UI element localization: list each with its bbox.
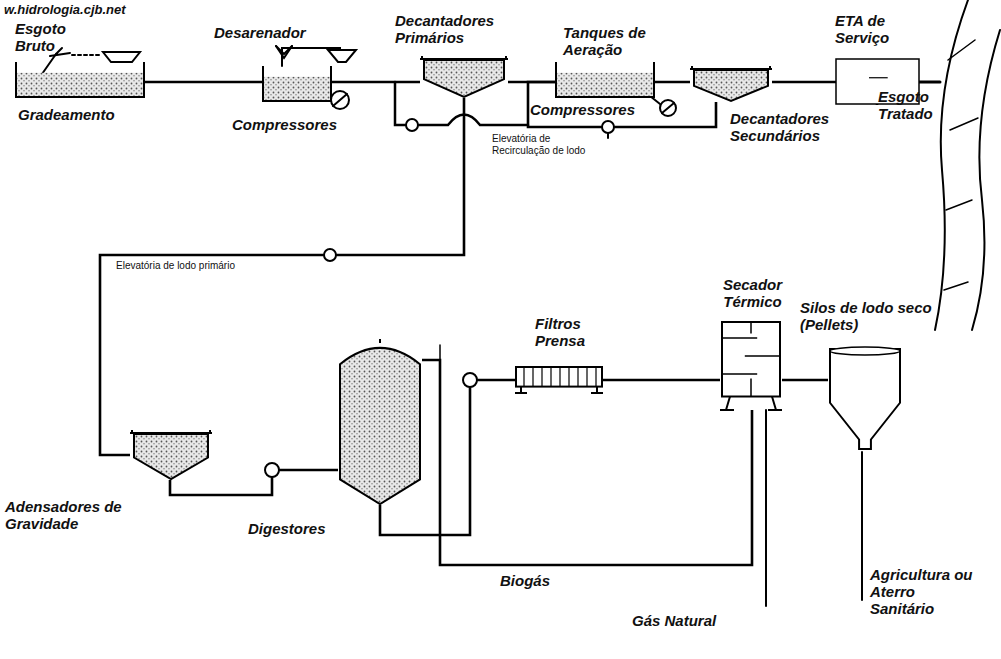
unit-shape xyxy=(555,62,655,98)
annotation: Esgoto Tratado xyxy=(878,88,948,122)
pipe-line xyxy=(332,81,420,84)
unit-label: Decantadores Secundários xyxy=(730,110,845,144)
unit-label: Secador Térmico xyxy=(710,276,795,310)
process-unit: Silos de lodo seco (Pellets) xyxy=(828,345,902,450)
process-unit: Adensadores de Gravidade xyxy=(130,430,212,480)
pipe-line xyxy=(145,81,262,84)
unit-shape xyxy=(338,345,422,505)
unit-shape xyxy=(15,62,145,98)
process-unit: Esgoto BrutoGradeamento xyxy=(15,62,145,98)
pipe-connector xyxy=(782,380,828,381)
pipe-connector xyxy=(332,82,420,83)
process-unit: Decantadores Primários xyxy=(420,56,508,98)
pipe-line xyxy=(655,81,690,84)
pipe-label: Biogás xyxy=(498,572,552,589)
pipe-connector xyxy=(603,380,720,381)
annotation: Compressores xyxy=(530,101,648,118)
unit-shape xyxy=(420,56,508,98)
pipe-line xyxy=(782,379,828,382)
pipe-connector xyxy=(655,82,690,83)
unit-label: Esgoto Bruto xyxy=(15,20,95,54)
unit-label: Decantadores Primários xyxy=(395,12,525,46)
unit-shape xyxy=(262,66,332,102)
process-unit: Filtros Prensa xyxy=(515,365,603,393)
process-unit: Secador Térmico xyxy=(720,320,782,410)
unit-label: Filtros Prensa xyxy=(535,315,610,349)
unit-shape xyxy=(720,320,782,410)
watermark: w.hidrologia.cjb.net xyxy=(4,2,224,17)
unit-label: Desarenador xyxy=(214,24,344,41)
pipe-connector xyxy=(422,360,752,565)
unit-label: Silos de lodo seco (Pellets) xyxy=(800,299,950,333)
pipe-line xyxy=(603,379,720,382)
process-unit: Digestores xyxy=(338,345,422,505)
process-unit: Desarenador xyxy=(262,66,332,102)
pipe-line xyxy=(170,470,338,495)
process-unit: Decantadores Secundários xyxy=(690,66,772,102)
unit-label: Digestores xyxy=(248,520,348,537)
process-unit: Tanques de Aeração xyxy=(555,62,655,98)
annotation: Compressores xyxy=(232,116,372,133)
unit-shape xyxy=(690,66,772,102)
annotation: Elevatória de Recirculação de lodo xyxy=(492,133,597,157)
unit-label: Adensadores de Gravidade xyxy=(5,498,155,532)
annotation: Agricultura ou Aterro Sanitário xyxy=(870,566,980,617)
unit-shape xyxy=(828,345,902,450)
unit-shape xyxy=(515,365,603,393)
unit-label: Tanques de Aeração xyxy=(563,24,673,58)
annotation: Elevatória de lodo primário xyxy=(116,260,236,272)
pipe-line xyxy=(422,360,752,565)
unit-label: ETA de Serviço xyxy=(835,12,930,46)
pipe-connector xyxy=(170,470,338,495)
unit-shape xyxy=(130,430,212,480)
pipe-connector xyxy=(145,82,262,83)
unit-label: Gradeamento xyxy=(18,106,168,123)
annotation: Gás Natural xyxy=(632,612,742,629)
